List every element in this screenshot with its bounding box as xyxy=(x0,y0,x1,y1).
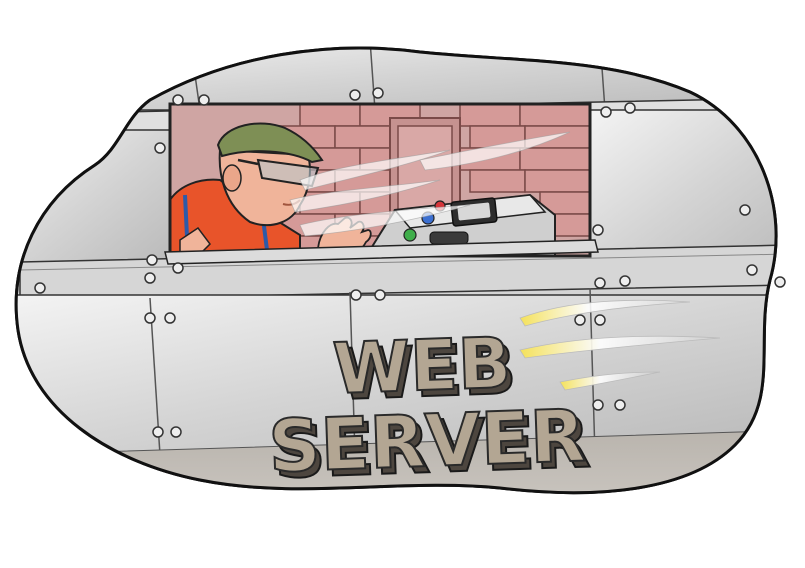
wind-streaks xyxy=(289,131,571,237)
speed-streaks xyxy=(519,299,721,391)
title-line2-shadow: SERVER xyxy=(272,399,592,494)
green-button-icon xyxy=(403,228,417,242)
title-line1-shadow: WEB xyxy=(336,328,517,416)
rivet-icon xyxy=(34,87,786,438)
green-cap xyxy=(216,122,324,164)
title-line1: WEB xyxy=(331,322,512,410)
title-text-group: WEB WEB SERVER SERVER xyxy=(266,321,593,496)
window xyxy=(164,102,599,265)
title-line2: SERVER xyxy=(267,393,587,488)
floor xyxy=(16,429,777,493)
